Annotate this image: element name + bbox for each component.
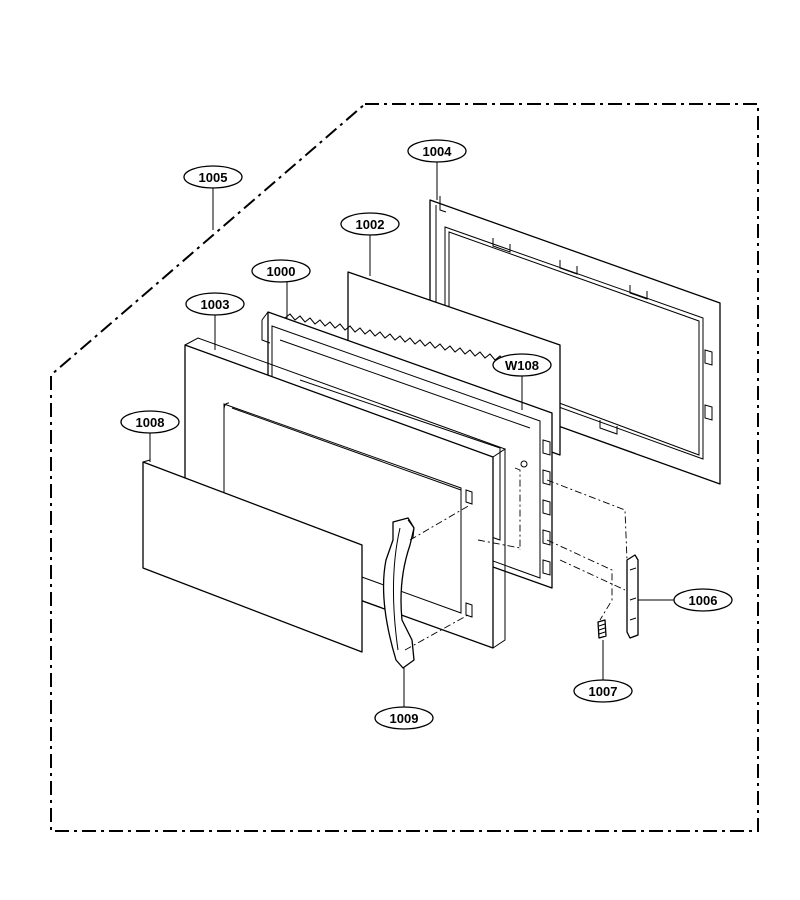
callout-1008: 1008 xyxy=(120,410,180,434)
callout-1006: 1006 xyxy=(673,588,733,612)
callout-1007: 1007 xyxy=(573,679,633,703)
callout-1003-text: 1003 xyxy=(201,297,230,312)
leader-lines xyxy=(149,162,678,707)
callout-1007-text: 1007 xyxy=(589,684,618,699)
callout-1008-text: 1008 xyxy=(136,415,165,430)
callout-1009: 1009 xyxy=(374,706,434,730)
part-1008-front-panel xyxy=(142,459,363,653)
callout-1006-text: 1006 xyxy=(689,593,718,608)
part-1006-latch xyxy=(626,554,639,639)
part-1003-front-frame xyxy=(184,337,507,649)
callout-1004-text: 1004 xyxy=(423,144,453,159)
part-1007-spring xyxy=(597,619,607,639)
callout-1002: 1002 xyxy=(340,212,400,236)
callout-w108: W108 xyxy=(492,353,552,377)
assembly-boundary xyxy=(50,103,759,832)
callout-w108-text: W108 xyxy=(505,358,539,373)
callout-1009-text: 1009 xyxy=(390,711,419,726)
callout-1000: 1000 xyxy=(251,259,311,283)
callout-1005: 1005 xyxy=(183,165,243,189)
callout-1005-text: 1005 xyxy=(199,170,228,185)
callout-1003: 1003 xyxy=(185,292,245,316)
callout-1004: 1004 xyxy=(407,139,467,163)
callout-1000-text: 1000 xyxy=(267,264,296,279)
callout-1002-text: 1002 xyxy=(356,217,385,232)
part-1009-handle xyxy=(382,517,415,669)
